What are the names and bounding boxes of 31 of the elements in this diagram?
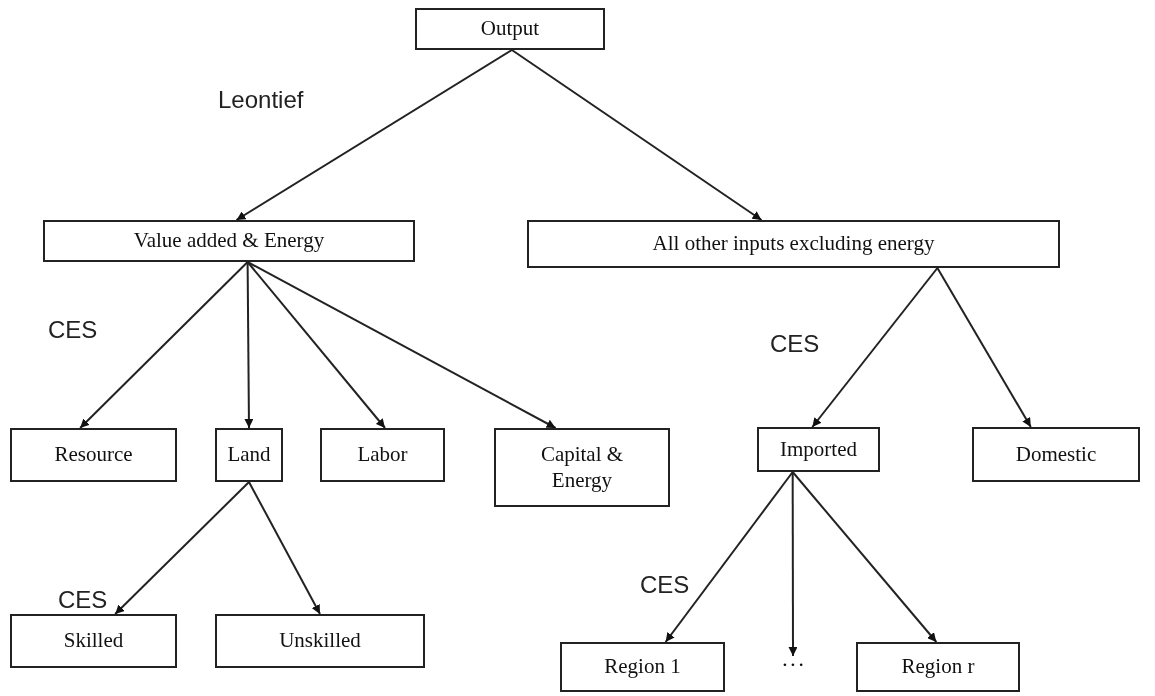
method-label: Leontief [218, 86, 304, 114]
arrow [791, 471, 938, 643]
arrow [244, 261, 254, 429]
method-label: CES [58, 586, 108, 614]
process-box: Output [415, 8, 605, 50]
process-box: Land [215, 428, 283, 482]
process-box: Capital & Energy [494, 428, 670, 507]
arrow [788, 471, 798, 657]
arrow [79, 261, 249, 429]
process-box: All other inputs excluding energy [527, 220, 1060, 268]
process-box: Domestic [972, 427, 1140, 482]
process-box: Unskilled [215, 614, 425, 668]
process-box: Resource [10, 428, 177, 482]
arrow [936, 267, 1032, 428]
arrow [114, 481, 250, 615]
method-label: CES [640, 571, 690, 599]
process-box: Value added & Energy [43, 220, 415, 262]
process-box: Region r [856, 642, 1020, 692]
process-box: Region 1 [560, 642, 725, 692]
ellipsis-text: • • • [775, 656, 811, 674]
arrow [664, 471, 794, 643]
process-box: Labor [320, 428, 445, 482]
arrow [246, 261, 386, 429]
arrow [248, 481, 321, 615]
method-label: CES [770, 330, 820, 358]
method-label: CES [48, 316, 98, 344]
arrow [235, 49, 513, 221]
process-box: Imported [757, 427, 880, 472]
arrow [811, 267, 939, 428]
arrow [510, 49, 763, 221]
process-box: Skilled [10, 614, 177, 668]
